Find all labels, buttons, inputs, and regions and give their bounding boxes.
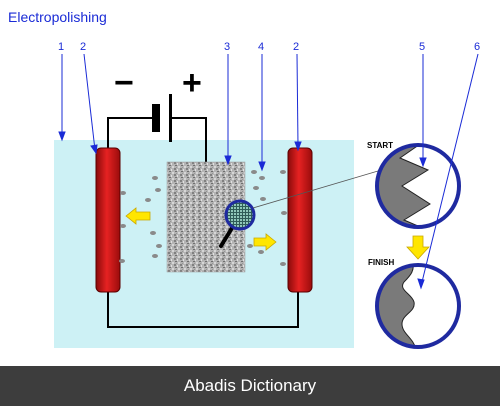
cathode-left xyxy=(95,147,121,293)
label-5: 5 xyxy=(419,41,425,53)
battery-positive-plate xyxy=(169,94,172,142)
footer-text: Abadis Dictionary xyxy=(183,376,317,395)
label-2-left: 2 xyxy=(80,41,86,53)
diagram-title: Electropolishing xyxy=(8,9,107,25)
start-magnified-circle xyxy=(375,143,461,229)
magnifier-pointer-line xyxy=(252,170,379,209)
label-3: 3 xyxy=(224,41,230,53)
leader-lines xyxy=(58,53,479,290)
circuit-wire-bottom xyxy=(107,292,299,328)
minus-sign: − xyxy=(114,64,134,102)
gas-bubbles-left xyxy=(119,176,162,263)
arrow-down-icon xyxy=(406,235,430,260)
magnifier-lens xyxy=(224,199,256,231)
magnifier-handle xyxy=(219,226,234,248)
circuit-wire-top-right xyxy=(172,117,207,162)
finish-label: FINISH xyxy=(368,258,394,267)
start-label: START xyxy=(367,141,393,150)
arrow-right-icon xyxy=(253,233,277,251)
plus-sign: + xyxy=(182,64,202,102)
footer-bar: Abadis Dictionary xyxy=(0,366,500,406)
label-1: 1 xyxy=(58,41,64,53)
finish-magnified-circle xyxy=(375,263,461,349)
label-4: 4 xyxy=(258,41,264,53)
cathode-right xyxy=(287,147,313,293)
battery-negative-plate xyxy=(152,104,160,132)
label-2-right: 2 xyxy=(293,41,299,53)
label-6: 6 xyxy=(474,41,480,53)
circuit-wire-top xyxy=(107,117,152,148)
arrow-left-icon xyxy=(125,207,151,225)
gas-bubbles-right xyxy=(247,170,287,266)
